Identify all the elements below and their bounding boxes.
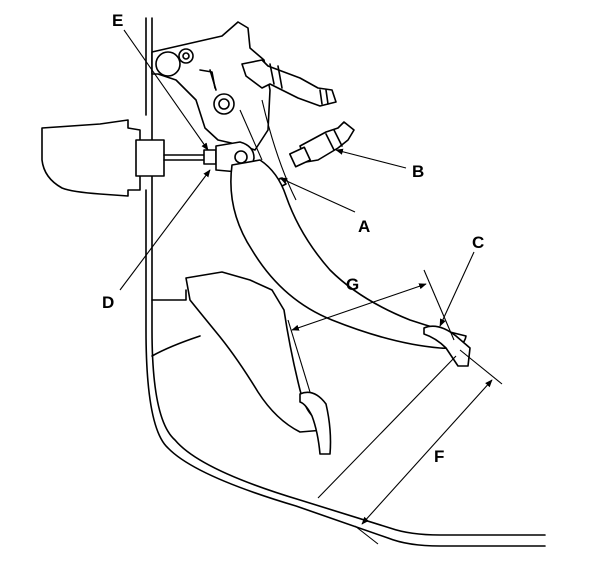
- dimension-F: [317, 349, 503, 545]
- label-D: D: [102, 293, 114, 312]
- label-A: A: [358, 217, 370, 236]
- label-B: B: [412, 162, 424, 181]
- firewall-floor: [145, 17, 546, 547]
- master-cylinder: [41, 119, 209, 197]
- brake-pedal: [230, 159, 471, 367]
- brake-light-switch-B: [288, 121, 355, 168]
- upper-switch: [241, 59, 337, 107]
- label-E: E: [112, 11, 123, 30]
- label-F: F: [434, 447, 444, 466]
- label-C: C: [472, 233, 484, 252]
- pedal-bracket: [151, 21, 271, 151]
- pedal-arm-outline: [151, 99, 297, 357]
- dimension-G: [287, 269, 455, 393]
- clutch-pedal: [185, 271, 332, 455]
- label-G: G: [346, 275, 359, 294]
- leader-lines: [119, 29, 475, 327]
